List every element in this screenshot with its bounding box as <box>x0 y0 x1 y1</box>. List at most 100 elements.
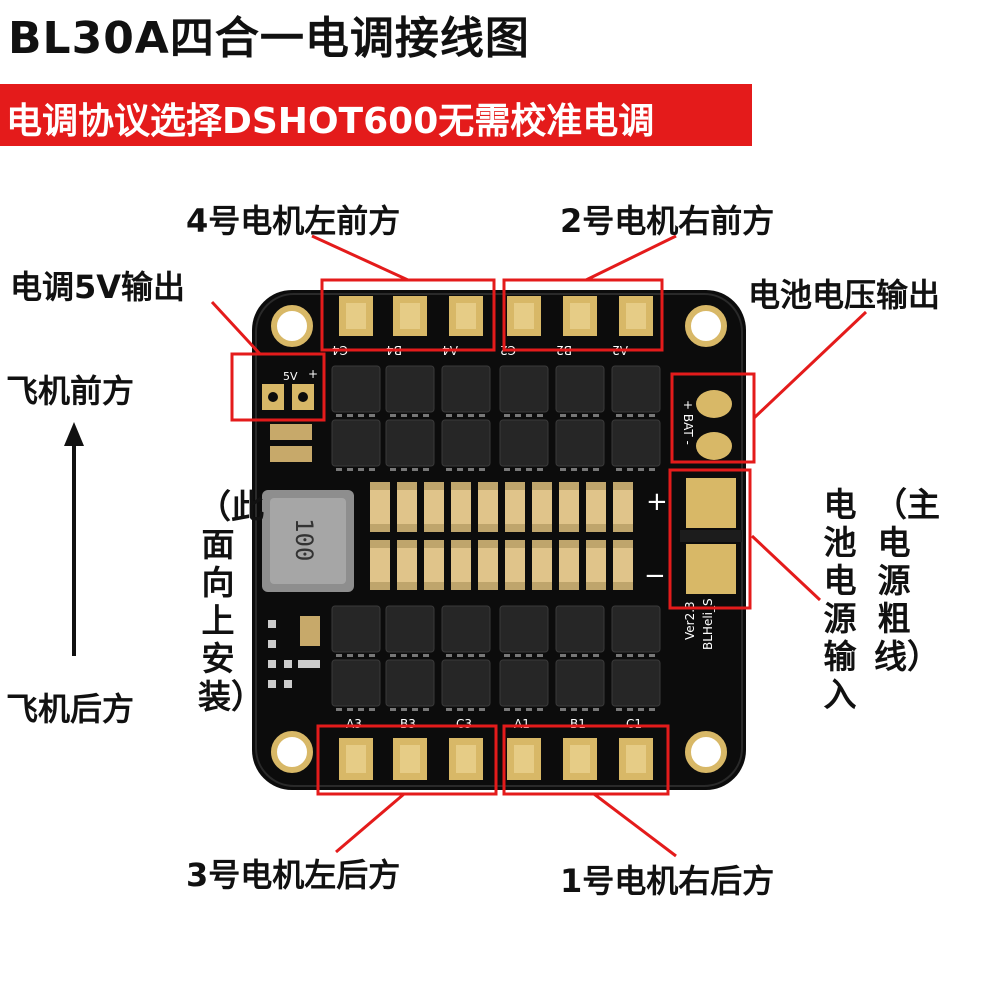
leader-five-v <box>210 300 262 356</box>
mount-hole-top-left <box>271 305 313 347</box>
front-arrow-icon <box>64 422 84 656</box>
mosfet-chip <box>331 659 381 707</box>
bottom-pad-label-a1: A1 <box>514 717 530 731</box>
capacitor <box>586 540 606 590</box>
leader-motor3 <box>335 792 405 854</box>
main-power-pads: + − <box>644 478 742 594</box>
mount-hole-top-right <box>685 305 727 347</box>
label-motor1: 1号电机右后方 <box>560 862 775 900</box>
bat-out-pad-bottom <box>696 432 732 460</box>
label-mount-this-side-up: （此面向上安装） <box>198 487 264 716</box>
bat-out-pad-top <box>696 390 732 418</box>
label-motor4: 4号电机左前方 <box>186 202 401 240</box>
version-silk: Ver2.3 <box>683 601 697 640</box>
mosfet-chip <box>611 419 661 467</box>
leader-motor2 <box>585 234 677 282</box>
bat-silk: + BAT - <box>681 400 695 445</box>
capacitor <box>478 540 498 590</box>
capacitor <box>586 482 606 532</box>
five-v-silk: 5V <box>283 370 298 383</box>
capacitor <box>613 482 633 532</box>
battery-output-pads: + BAT - <box>681 390 732 460</box>
five-v-pads: 5V + <box>262 367 318 410</box>
bottom-pad-label-b3: B3 <box>400 717 416 731</box>
bottom-pad-label-c3: C3 <box>456 717 472 731</box>
mosfet-chip <box>331 419 381 467</box>
capacitor <box>397 540 417 590</box>
mosfet-chip <box>611 365 661 413</box>
mosfet-chip <box>385 659 435 707</box>
bottom-motor-pads <box>339 738 653 780</box>
capacitor <box>559 482 579 532</box>
label-main-power-thick-wire: （主电源粗线） <box>874 485 940 676</box>
capacitor-bank <box>370 482 633 590</box>
protocol-banner-text: 电调协议选择DSHOT600无需校准电调 <box>6 101 655 142</box>
mounting-holes <box>271 305 727 773</box>
page-title: BL30A四合一电调接线图 <box>8 13 530 64</box>
label-battery-voltage-output: 电池电压输出 <box>748 276 941 314</box>
capacitor <box>532 540 552 590</box>
blheli-silk: BLHeli_S <box>701 598 715 650</box>
box-five-v <box>230 352 326 422</box>
leader-motor1 <box>593 792 677 858</box>
capacitor <box>424 482 444 532</box>
five-v-plus-silk: + <box>308 367 318 381</box>
label-motor2: 2号电机右前方 <box>560 202 775 240</box>
capacitor <box>370 482 390 532</box>
mosfet-chip <box>441 659 491 707</box>
capacitor <box>532 482 552 532</box>
leader-motor4 <box>311 234 409 282</box>
capacitor <box>397 482 417 532</box>
box-motor2-pads <box>502 278 664 352</box>
inductor-marking: 100 <box>290 518 318 561</box>
mosfet-chips <box>331 365 661 711</box>
protocol-banner <box>0 84 752 146</box>
mosfet-chip <box>611 605 661 653</box>
mosfet-chip <box>555 419 605 467</box>
mosfet-chip <box>385 365 435 413</box>
mosfet-chip <box>499 605 549 653</box>
leader-main-power <box>750 534 822 602</box>
capacitor <box>505 482 525 532</box>
mosfet-chip <box>441 419 491 467</box>
mosfet-chip <box>499 419 549 467</box>
label-aircraft-front: 飞机前方 <box>6 372 135 410</box>
main-plus-silk: + <box>646 487 668 517</box>
mosfet-chip <box>331 605 381 653</box>
mount-hole-bottom-left <box>271 731 313 773</box>
mosfet-chip <box>499 659 549 707</box>
capacitor <box>478 482 498 532</box>
mosfet-chip <box>331 365 381 413</box>
mosfet-chip <box>441 365 491 413</box>
mosfet-chip <box>555 365 605 413</box>
capacitor <box>559 540 579 590</box>
capacitor <box>613 540 633 590</box>
mosfet-chip <box>385 419 435 467</box>
label-aircraft-rear: 飞机后方 <box>6 690 135 728</box>
mosfet-chip <box>611 659 661 707</box>
mount-hole-bottom-right <box>685 731 727 773</box>
box-main-power <box>668 468 752 610</box>
mosfet-chip <box>499 365 549 413</box>
box-motor1-pads <box>502 724 670 796</box>
main-power-pad-plus <box>686 478 736 528</box>
bottom-pad-label-c1: C1 <box>626 717 642 731</box>
capacitor <box>370 540 390 590</box>
capacitor <box>424 540 444 590</box>
main-minus-silk: − <box>644 561 666 591</box>
mosfet-chip <box>385 605 435 653</box>
mosfet-chip <box>555 605 605 653</box>
leader-bat-out <box>752 310 868 420</box>
label-battery-power-input: 电池电源输入 <box>823 485 857 714</box>
capacitor <box>451 540 471 590</box>
bottom-pad-label-b1: B1 <box>570 717 586 731</box>
label-esc-5v-output: 电调5V输出 <box>10 268 186 306</box>
mosfet-chip <box>555 659 605 707</box>
capacitor <box>451 482 471 532</box>
top-motor-pads <box>339 296 653 336</box>
inductor: 100 <box>262 490 354 592</box>
box-motor3-pads <box>316 724 498 796</box>
mosfet-chip <box>441 605 491 653</box>
bottom-pad-label-a3: A3 <box>346 717 362 731</box>
